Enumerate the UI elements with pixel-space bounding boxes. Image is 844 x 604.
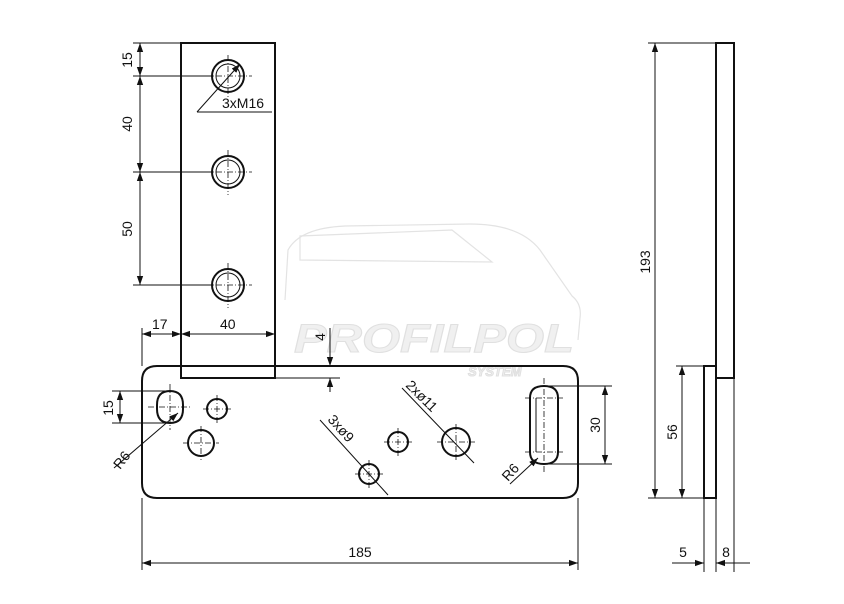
- small-hole-2: [384, 428, 412, 456]
- watermark-brand: PROFILPOL: [294, 317, 574, 361]
- dim-right-slot-radius: R6: [498, 460, 522, 484]
- dim-plate-offset-left: 17: [152, 316, 168, 332]
- dim-thickness-upper: 8: [722, 544, 730, 560]
- threaded-hole-middle: [205, 150, 252, 195]
- callout-threaded-holes: 3xM16: [222, 95, 264, 111]
- side-horizontal-plate: [703, 365, 717, 499]
- small-hole-1: [203, 395, 231, 423]
- large-hole-1: [183, 426, 219, 460]
- side-vertical-plate: [715, 42, 735, 379]
- dim-overall-length: 185: [348, 544, 372, 560]
- dim-left-slot-radius: R6: [110, 448, 134, 472]
- threaded-hole-bottom: [205, 263, 252, 308]
- dim-side-height: 193: [637, 250, 653, 274]
- right-slot: [525, 378, 563, 472]
- dim-right-slot-height: 30: [587, 417, 603, 433]
- dim-vertical-plate-width: 40: [220, 316, 236, 332]
- dim-gap: 4: [312, 333, 328, 341]
- dim-hole-spacing-upper: 40: [119, 116, 135, 132]
- watermark: PROFILPOL SYSTEM: [284, 223, 581, 380]
- dim-top-offset: 15: [119, 52, 135, 68]
- dim-thickness-lower: 5: [679, 544, 687, 560]
- watermark-car-window: [299, 229, 494, 263]
- dim-side-lower-height: 56: [664, 424, 680, 440]
- dim-hole-spacing-lower: 50: [119, 221, 135, 237]
- side-view: [703, 42, 735, 499]
- side-dimensions: 193 56 5 8: [637, 42, 750, 572]
- large-hole-2: [437, 424, 475, 460]
- front-dimensions: 15 40 50 3xM16 17 40 4 15 R6 3xø9 2xø1: [100, 42, 612, 570]
- watermark-subtitle: SYSTEM: [468, 364, 523, 379]
- horizontal-plate-outline: [141, 365, 579, 499]
- front-view: [141, 42, 579, 499]
- callout-small-holes: 3xø9: [325, 411, 358, 445]
- dim-left-slot-height: 15: [100, 400, 116, 416]
- watermark-car-outline: [284, 223, 581, 341]
- left-slot: [148, 384, 192, 430]
